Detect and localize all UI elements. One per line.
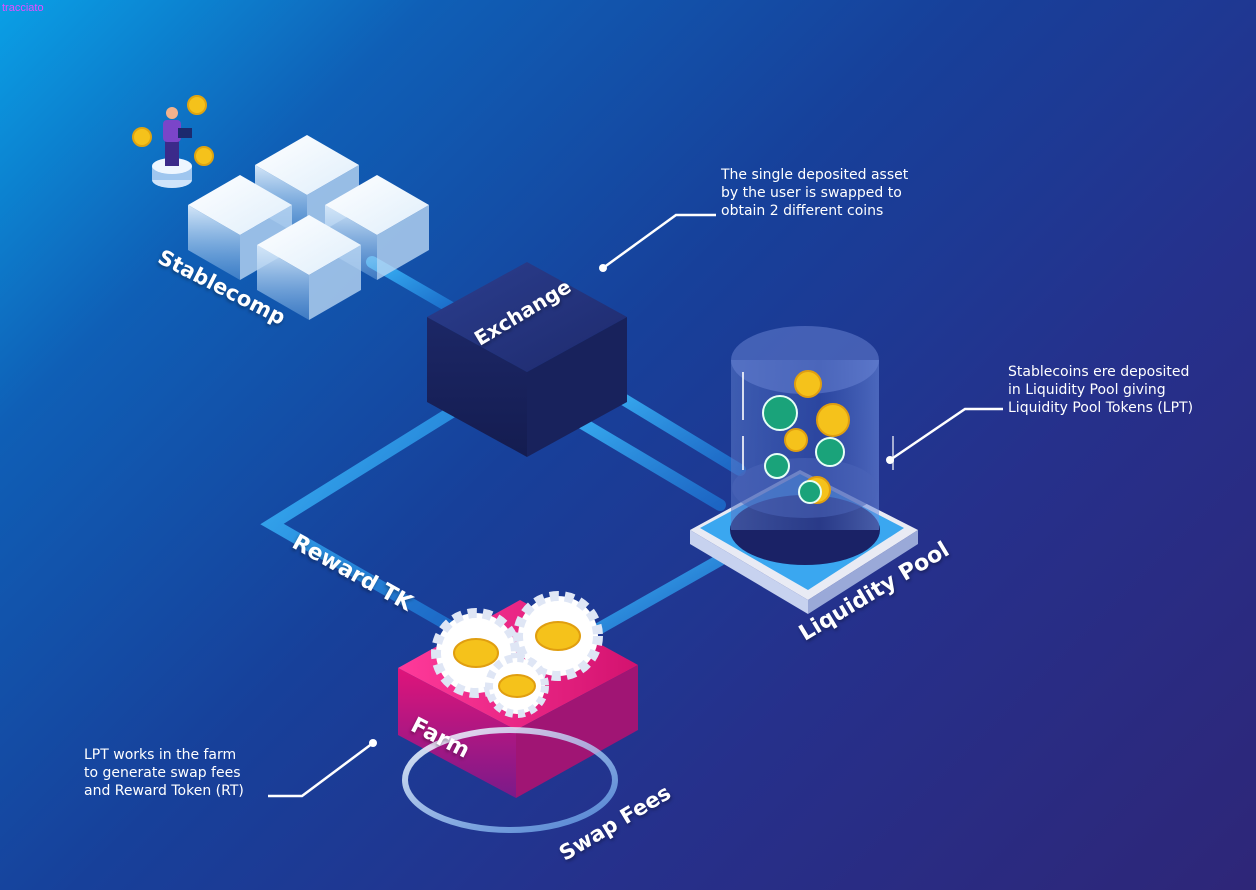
cube-2 [325, 175, 429, 280]
leader-pool [889, 407, 1003, 462]
swap-fees-ring [402, 727, 618, 833]
flow-pipes [260, 256, 746, 638]
leader-exchange [602, 213, 716, 270]
pipe-exchange-pool-lower [554, 404, 726, 511]
annotation-liquidity-pool: Stablecoins ere deposited in Liquidity P… [1008, 364, 1194, 416]
annotation-farm: LPT works in the farm to generate swap f… [84, 747, 244, 799]
pipe-reward-loop [260, 404, 466, 638]
exchange-block [427, 262, 627, 457]
stablecomp-cubes [188, 135, 429, 320]
floating-coins [132, 95, 214, 166]
pipe-pool-farm [594, 554, 726, 634]
pool-coins [762, 370, 850, 504]
corner-tag: tracciato [2, 2, 44, 14]
leader-farm [268, 741, 374, 798]
cube-4 [257, 215, 361, 320]
farm-gears [431, 591, 603, 718]
liquidity-pool [690, 326, 918, 614]
annotation-exchange: The single deposited asset by the user i… [721, 167, 909, 219]
user-figure [152, 107, 192, 188]
leader-lines [268, 213, 1003, 798]
